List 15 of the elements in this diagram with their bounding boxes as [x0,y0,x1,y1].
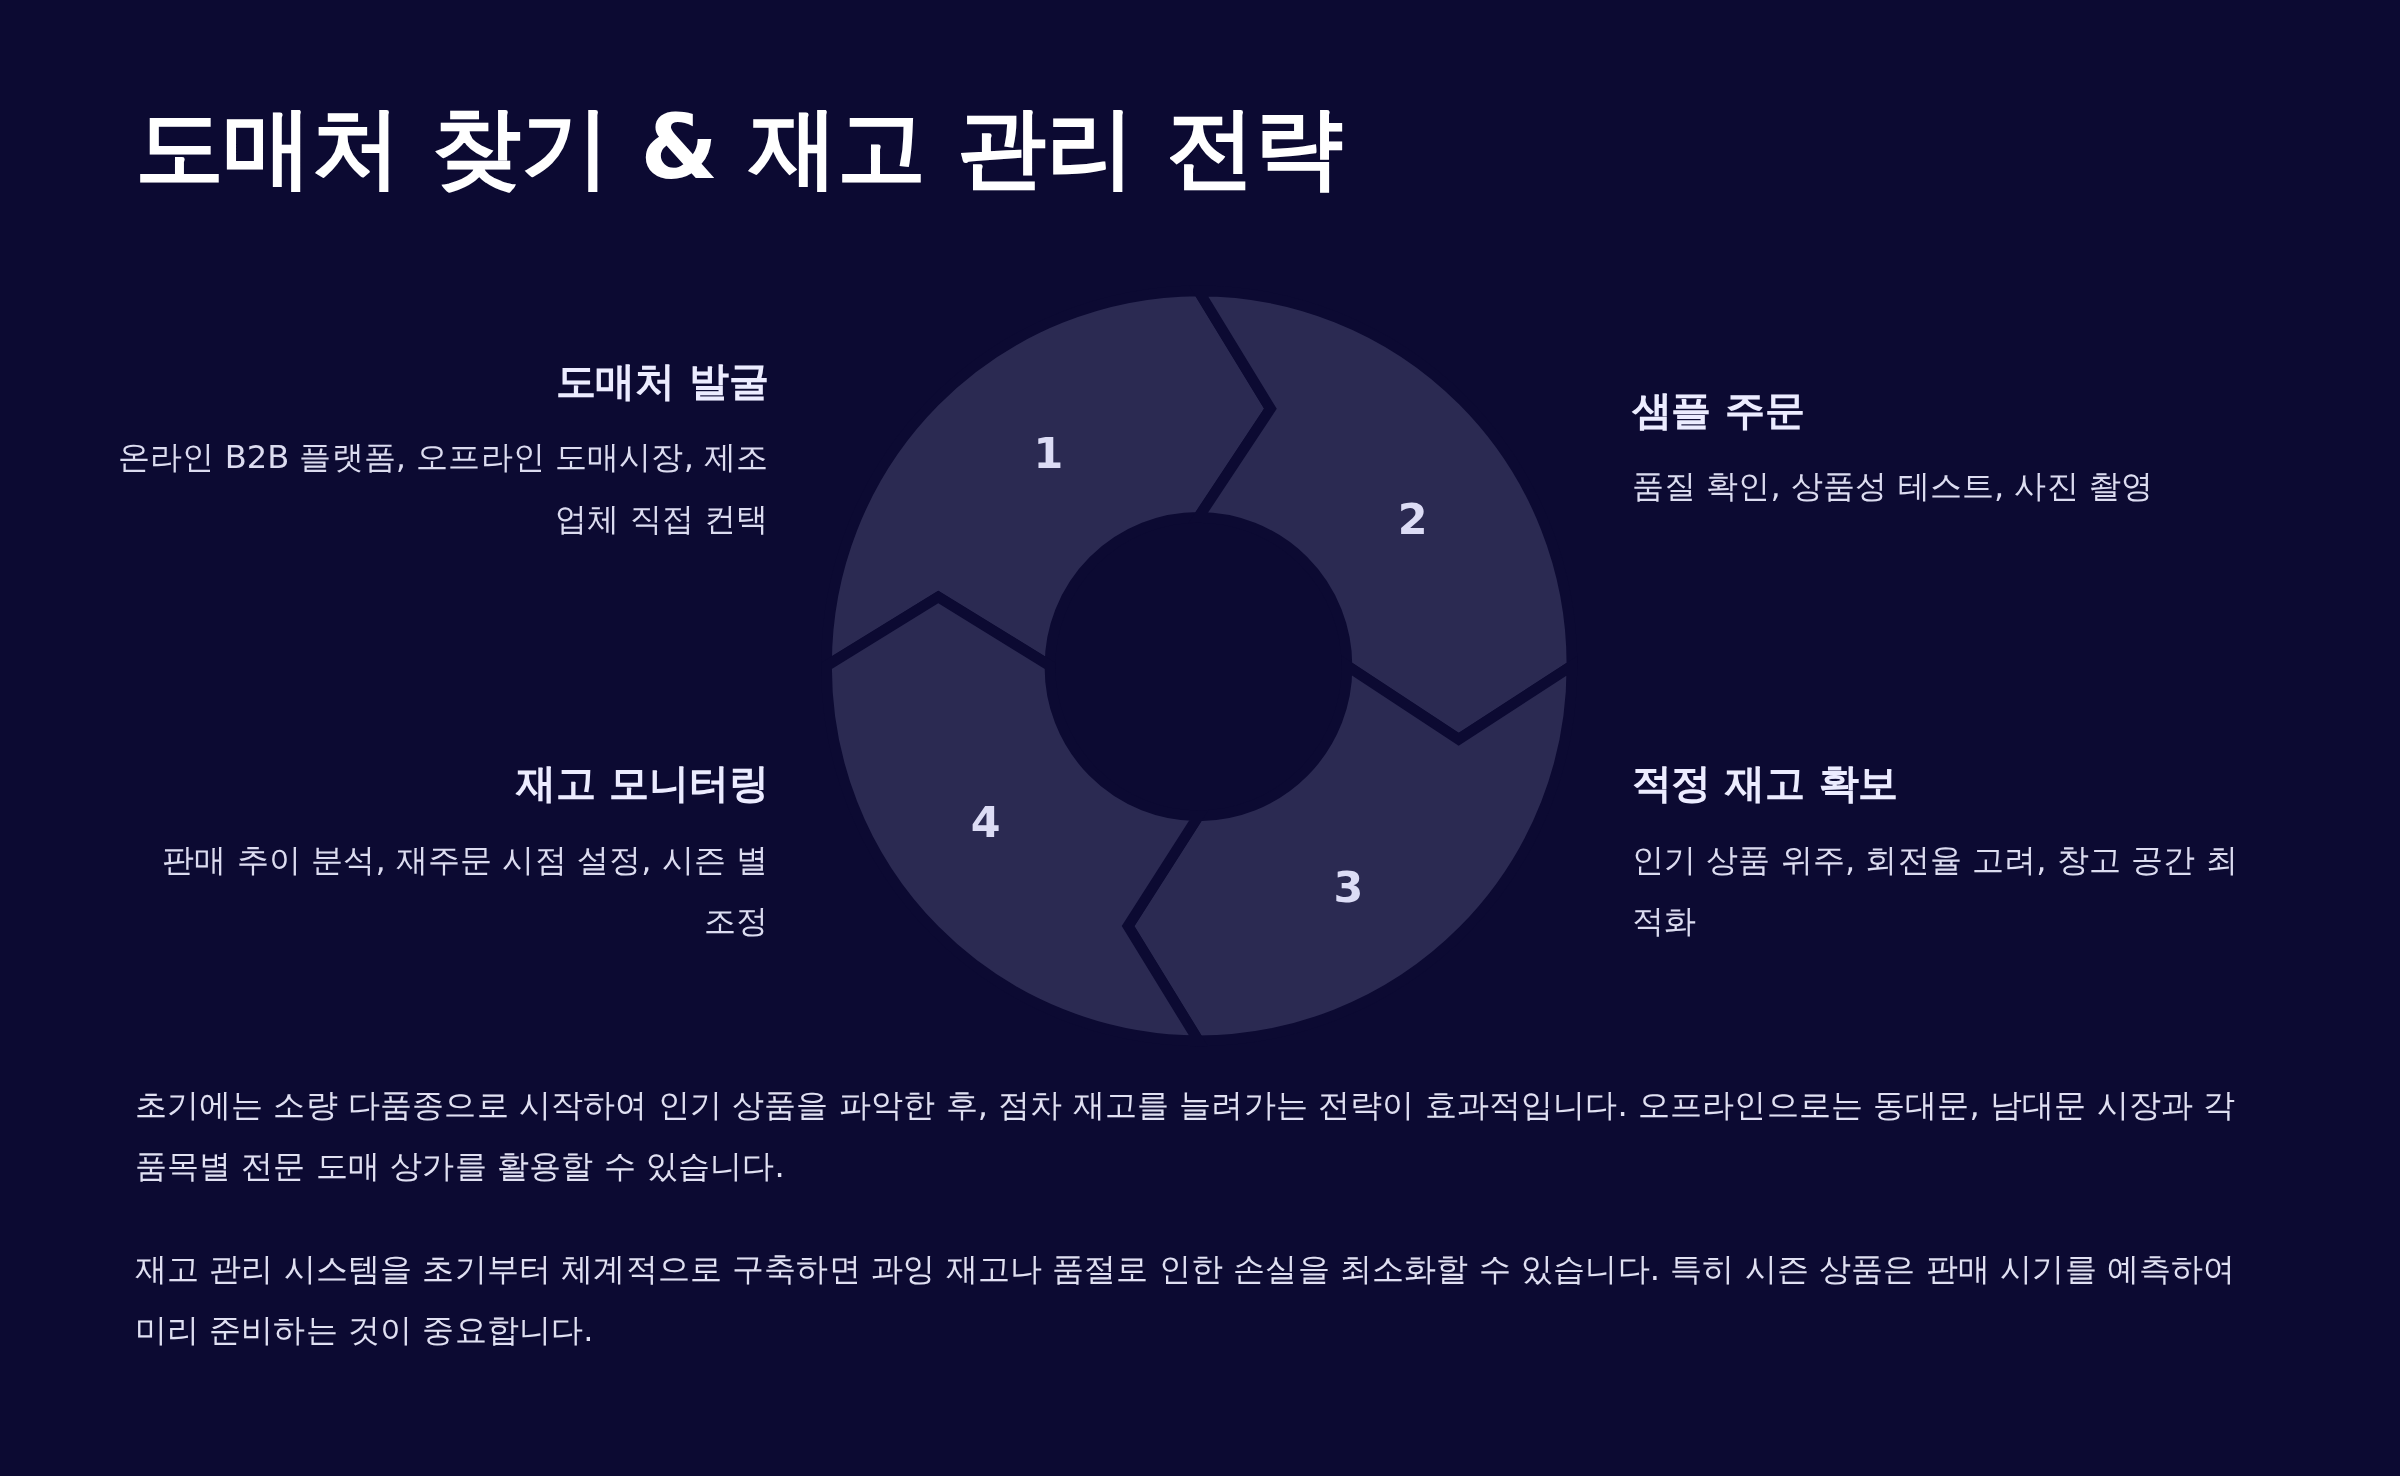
step-heading: 도매처 발굴 [554,358,769,406]
step-number: 4 [970,802,1001,845]
step-heading: 적정 재고 확보 [1631,760,1900,809]
step-description: 품질 확인, 상품성 테스트, 사진 촬영 [1631,467,2155,508]
step-number: 3 [1333,866,1364,910]
step-description: 판매 추이 분석, 재주문 시점 설정, 시즌 별 조정 [161,841,769,943]
paragraph: 초기에는 소량 다품종으로 시작하여 인기 상품을 파악한 후, 점차 재고를 늘려가는 전략이 효과적입니다. 오프라인으로는 동대문, 남대문 시장과 각 품목별 전문 도매 상가를 활용할 수 있습니다. [134,1085,2237,1187]
step-number: 1 [1033,433,1064,476]
step-number: 2 [1397,499,1428,542]
step-description: 인기 상품 위주, 회전율 고려, 창고 공간 최적화 [1631,841,2239,943]
step-description: 온라인 B2B 플랫폼, 오프라인 도매시장, 제조업체 직접 컨택 [117,438,769,540]
step-heading: 샘플 주문 [1631,387,1806,435]
step-heading: 재고 모니터링 [514,760,769,809]
title: 도매처 찾기 & 재고 관리 전략 [134,94,1344,201]
paragraph: 재고 관리 시스템을 초기부터 체계적으로 구축하면 과잉 재고나 품절로 인한 손실을 최소화할 수 있습니다. 특히 시즌 상품은 판매 시기를 예측하여 미리 준비하는 것이 중요합니다. [134,1249,2237,1351]
